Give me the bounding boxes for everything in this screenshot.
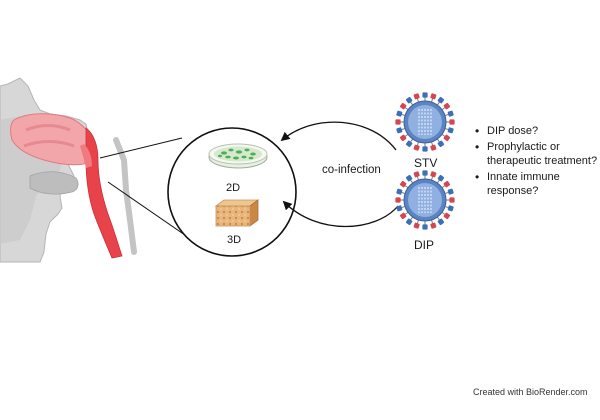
spike-protein	[413, 144, 420, 151]
label-stv: STV	[414, 156, 438, 170]
tongue	[29, 171, 79, 195]
spike-protein	[395, 119, 401, 125]
spike-protein	[437, 218, 445, 226]
question-item: DIP dose?	[473, 124, 599, 138]
spike-protein	[405, 218, 413, 226]
spike-protein	[449, 197, 455, 203]
spike-protein	[396, 205, 403, 212]
petri-dish-2d	[208, 143, 268, 169]
biorender-credit: Created with BioRender.com	[473, 387, 588, 397]
spike-protein	[399, 212, 407, 220]
spike-protein	[430, 222, 437, 229]
spike-protein	[430, 171, 437, 178]
spike-protein	[447, 127, 454, 134]
zoom-line-top	[99, 137, 183, 159]
spike-protein	[399, 134, 407, 142]
arrow-stv-to-culture	[280, 121, 397, 151]
pharynx-highlight	[80, 144, 92, 168]
spike-protein	[447, 205, 454, 212]
virus-dip	[395, 170, 455, 230]
spike-protein	[437, 174, 445, 182]
spike-protein	[437, 140, 445, 148]
spike-protein	[413, 222, 420, 229]
spike-protein	[396, 127, 403, 134]
spike-protein	[430, 144, 437, 151]
spine	[113, 137, 137, 255]
virus-interior	[408, 105, 442, 139]
spike-protein	[405, 140, 413, 148]
spike-protein	[405, 174, 413, 182]
spike-protein	[422, 224, 428, 230]
label-2d: 2D	[226, 182, 241, 194]
label-3d: 3D	[227, 234, 242, 246]
spike-protein	[405, 96, 413, 104]
spike-protein	[430, 93, 437, 100]
spike-protein	[395, 197, 401, 203]
cell-monolayer	[218, 148, 256, 160]
turbinate-upper	[25, 124, 71, 132]
virus-stv	[395, 92, 455, 152]
questions-list: DIP dose? Prophylactic or therapeutic tr…	[473, 124, 599, 200]
virus-interior	[408, 183, 442, 217]
spike-protein	[396, 188, 403, 195]
label-dip: DIP	[414, 238, 435, 252]
label-co-infection: co-infection	[322, 164, 381, 176]
head-airway-illustration	[0, 77, 137, 263]
spike-protein	[443, 180, 451, 188]
spike-protein	[422, 146, 428, 152]
spike-protein	[443, 212, 451, 220]
spike-protein	[443, 134, 451, 142]
spike-protein	[396, 110, 403, 117]
spike-protein	[399, 180, 407, 188]
spike-protein	[422, 170, 428, 176]
spike-protein	[449, 119, 455, 125]
tissue-block-3d	[214, 199, 260, 227]
spike-protein	[399, 102, 407, 110]
arrow-dip-to-culture	[282, 200, 399, 228]
question-item: Prophylactic or therapeutic treatment?	[473, 140, 599, 168]
nasal-cavity	[10, 113, 92, 166]
spike-protein	[413, 171, 420, 178]
spike-protein	[443, 102, 451, 110]
turbinate-lower	[23, 140, 75, 148]
spike-protein	[447, 110, 454, 117]
spike-protein	[413, 93, 420, 100]
spike-protein	[422, 92, 428, 98]
airway-tract	[85, 127, 123, 259]
question-item: Innate immune response?	[473, 170, 599, 198]
spike-protein	[447, 188, 454, 195]
spike-protein	[437, 96, 445, 104]
